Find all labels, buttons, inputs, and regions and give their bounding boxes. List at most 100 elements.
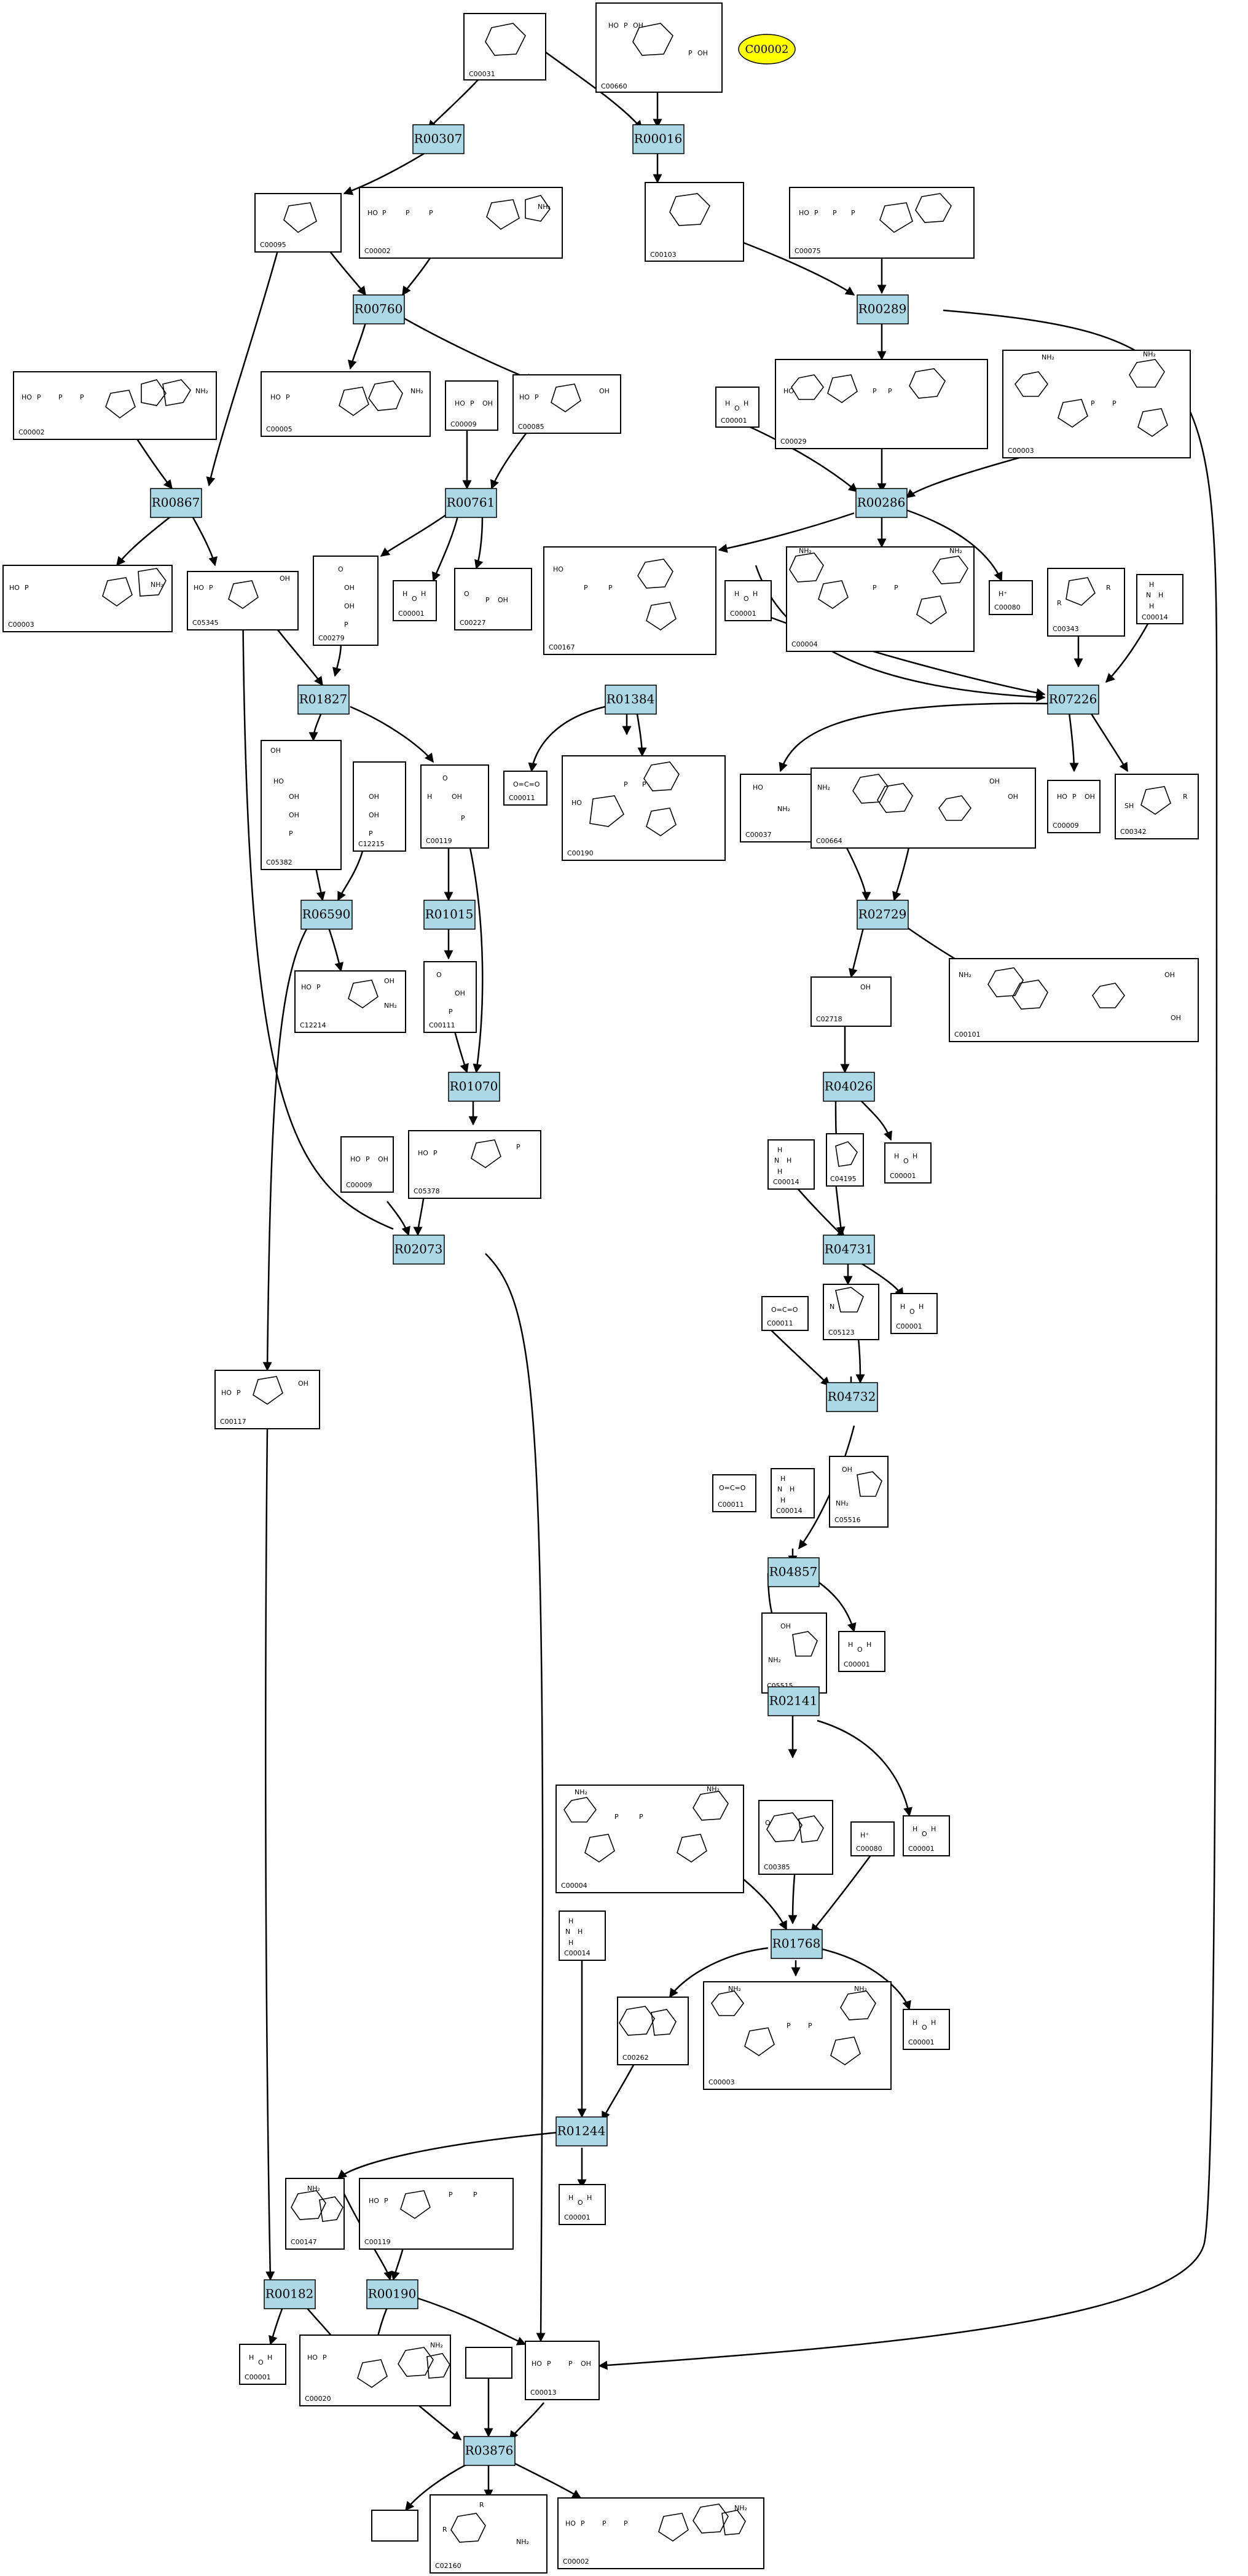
compound-c10[interactable]: C00085 — [512, 374, 621, 434]
edge — [350, 705, 434, 763]
compound-c3[interactable]: C00095 — [254, 193, 342, 253]
compound-c7[interactable]: C00002 — [13, 371, 217, 440]
compound-c16[interactable]: C00279 — [313, 556, 379, 646]
compound-c60[interactable]: C00001 — [559, 2184, 606, 2225]
reaction-node[interactable]: R04857 — [767, 1557, 820, 1587]
compound-c14[interactable]: C00003 — [2, 565, 173, 632]
svg-text:P: P — [449, 1008, 453, 1016]
reaction-node[interactable]: R02073 — [393, 1235, 445, 1265]
reaction-node[interactable]: R04732 — [826, 1382, 878, 1412]
compound-c5[interactable]: C00103 — [645, 182, 744, 262]
compound-c55[interactable]: C00001 — [903, 1815, 950, 1856]
compound-empty-2[interactable] — [371, 2510, 418, 2542]
reaction-node[interactable]: R00182 — [264, 2279, 316, 2309]
reaction-node[interactable]: R00307 — [412, 124, 465, 154]
reaction-node[interactable]: R00867 — [150, 488, 202, 518]
compound-c54[interactable]: C00080 — [850, 1821, 895, 1856]
reaction-node[interactable]: R06590 — [300, 900, 353, 930]
compound-c38[interactable]: C00009 — [340, 1136, 394, 1193]
compound-c25[interactable]: C05382 — [261, 740, 342, 870]
compound-c9[interactable]: C00009 — [445, 380, 498, 431]
compound-c62[interactable]: C00119 — [359, 2178, 514, 2250]
compound-c26[interactable]: C12215 — [353, 761, 406, 852]
compound-c42[interactable]: C00001 — [884, 1142, 932, 1184]
compound-empty-1[interactable] — [465, 2347, 512, 2379]
reaction-node[interactable]: R00761 — [445, 488, 497, 518]
compound-c13[interactable]: C00003 — [1002, 350, 1191, 458]
compound-c40[interactable]: C00014 — [767, 1139, 815, 1190]
compound-c63[interactable]: C00001 — [239, 2344, 286, 2385]
reaction-node[interactable]: R01768 — [771, 1929, 823, 1959]
ring-structure — [835, 1287, 864, 1313]
compound-c45[interactable]: C00001 — [890, 1293, 938, 1334]
compound-c39[interactable]: C05378 — [408, 1130, 541, 1199]
compound-c15[interactable]: C05345 — [187, 571, 299, 630]
compound-c6[interactable]: C00075 — [789, 187, 975, 259]
reaction-node[interactable]: R07226 — [1047, 685, 1099, 715]
reaction-node[interactable]: R03876 — [463, 2436, 516, 2466]
compound-c19[interactable]: C00167 — [543, 546, 716, 655]
compound-c21[interactable]: C00001 — [724, 580, 772, 621]
edge — [743, 423, 858, 492]
compound-c8[interactable]: C00005 — [261, 371, 431, 437]
reaction-node[interactable]: R01015 — [423, 900, 476, 930]
reaction-node[interactable]: R02141 — [767, 1686, 820, 1716]
compound-c12[interactable]: C00029 — [775, 359, 988, 449]
key-compound-node[interactable]: C00002 — [738, 34, 796, 65]
compound-c1[interactable]: C00031 — [463, 13, 546, 80]
compound-c11[interactable]: C00001 — [715, 387, 759, 428]
reaction-node[interactable]: R01384 — [605, 685, 657, 715]
compound-c64[interactable]: C00020 — [299, 2334, 451, 2406]
compound-c37[interactable]: C00101 — [949, 958, 1199, 1042]
compound-c43[interactable]: C00011 — [761, 1296, 809, 1331]
reaction-node[interactable]: R01070 — [448, 1072, 500, 1102]
reaction-node[interactable]: R00016 — [632, 124, 685, 154]
compound-c41[interactable]: C04195 — [826, 1133, 864, 1187]
compound-c51[interactable]: C00001 — [838, 1631, 885, 1672]
compound-c56[interactable]: C00014 — [559, 1910, 606, 1961]
reaction-node[interactable]: R00760 — [353, 294, 405, 324]
compound-c65[interactable]: C00013 — [525, 2341, 600, 2400]
compound-c34[interactable]: C12214 — [294, 970, 406, 1033]
svg-text:N: N — [777, 1485, 782, 1493]
svg-text:C00101: C00101 — [954, 1031, 981, 1039]
compound-c35[interactable]: C00111 — [423, 961, 477, 1033]
compound-c46[interactable]: C00117 — [214, 1370, 320, 1429]
reaction-node[interactable]: R01827 — [297, 685, 350, 715]
compound-c27[interactable]: C00119 — [420, 764, 489, 849]
compound-c59[interactable]: C00001 — [903, 2009, 950, 2050]
compound-c22[interactable]: C00080 — [989, 580, 1033, 615]
compound-c48[interactable]: C00014 — [771, 1468, 815, 1518]
compound-c58[interactable]: C00003 — [703, 1981, 892, 2090]
reaction-node[interactable]: R04731 — [823, 1235, 875, 1265]
compound-c57[interactable]: C00262 — [617, 1997, 689, 2065]
compound-c49[interactable]: C05516 — [829, 1456, 889, 1528]
compound-c29[interactable]: C00190 — [562, 755, 726, 861]
compound-c36[interactable]: C02718 — [810, 976, 892, 1027]
compound-c28[interactable]: C00011 — [503, 771, 547, 806]
compound-c47[interactable]: C00011 — [712, 1474, 756, 1512]
reaction-node[interactable]: R02729 — [857, 900, 909, 930]
reaction-node[interactable]: R00289 — [857, 294, 909, 324]
compound-c52[interactable]: C00004 — [555, 1785, 744, 1893]
compound-c18[interactable]: C00227 — [454, 568, 532, 630]
svg-text:P: P — [58, 393, 63, 401]
compound-c66[interactable]: C02160 — [430, 2494, 547, 2574]
reaction-node[interactable]: R01244 — [555, 2116, 608, 2146]
compound-c33[interactable]: C00342 — [1115, 774, 1199, 839]
reaction-node[interactable]: R04026 — [823, 1072, 875, 1102]
svg-text:HO: HO — [273, 777, 284, 785]
compound-c23[interactable]: C00343 — [1047, 568, 1125, 637]
compound-c20[interactable]: C00004 — [786, 546, 975, 652]
ring-structure — [792, 1631, 818, 1657]
compound-c32[interactable]: C00009 — [1047, 780, 1101, 833]
compound-c31[interactable]: C00664 — [810, 768, 1036, 849]
svg-text:P: P — [369, 830, 373, 838]
compound-c2[interactable]: C00660 — [595, 2, 723, 93]
compound-c17[interactable]: C00001 — [393, 580, 437, 621]
reaction-node[interactable]: R00286 — [855, 488, 908, 518]
svg-text:HO: HO — [307, 2354, 318, 2362]
compound-c24[interactable]: C00014 — [1136, 574, 1183, 624]
compound-c50[interactable]: C05515 — [761, 1612, 827, 1694]
reaction-node[interactable]: R00190 — [366, 2279, 418, 2309]
